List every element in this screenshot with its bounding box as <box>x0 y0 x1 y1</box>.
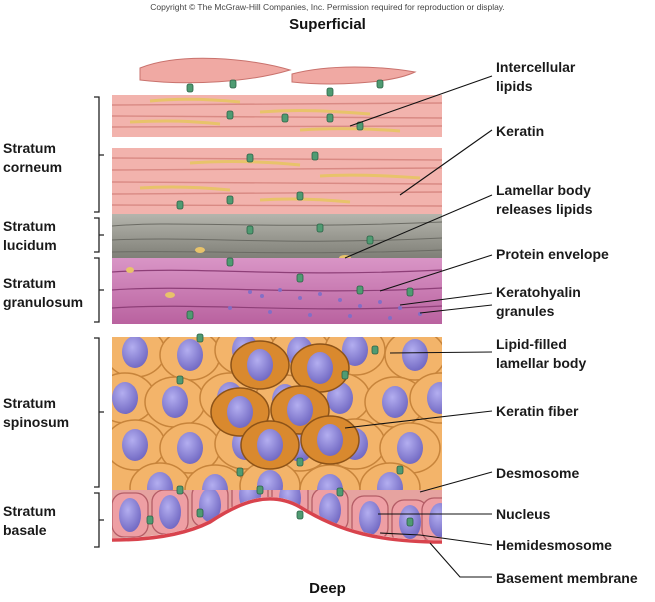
desmosome <box>256 485 264 495</box>
desmosome <box>406 517 414 527</box>
nucleus <box>122 429 148 461</box>
desmosome <box>176 375 184 385</box>
desmosome <box>246 153 254 163</box>
nucleus <box>429 503 442 537</box>
nucleus <box>382 386 408 418</box>
stratum-corneum <box>112 95 442 214</box>
nucleus <box>177 339 203 371</box>
desmosome <box>326 87 334 97</box>
desmosome <box>296 510 304 520</box>
desmosome <box>236 467 244 477</box>
stratum-spinosum <box>112 337 442 497</box>
callout-basement-membrane: Basement membrane <box>496 570 638 586</box>
layer-brackets <box>94 96 104 548</box>
desmosome <box>336 487 344 497</box>
nucleus <box>122 337 148 368</box>
nucleus <box>177 432 203 464</box>
stratum-granulosum <box>112 258 442 324</box>
corneum-flake <box>291 66 417 85</box>
callout-desmosome: Desmosome <box>496 465 580 481</box>
callout-nucleus: Nucleus <box>496 506 551 522</box>
desmosome <box>226 257 234 267</box>
callout-lamellar-body-releases: Lamellar body releases lipids <box>496 182 593 217</box>
desmosome <box>366 235 374 245</box>
desmosome <box>176 200 184 210</box>
layer-label-corneum: Stratum corneum <box>3 140 63 175</box>
nucleus <box>119 498 141 532</box>
layer-label-spinosum: Stratum spinosum <box>3 395 70 430</box>
nucleus <box>112 382 138 414</box>
desmosome <box>229 79 237 89</box>
callout-hemidesmosome: Hemidesmosome <box>496 537 612 553</box>
callout-protein-envelope: Protein envelope <box>496 246 609 262</box>
stratum-lucidum <box>112 214 442 258</box>
nucleus <box>397 432 423 464</box>
layer-label-granulosum: Stratum granulosum <box>3 275 84 310</box>
desmosome <box>196 508 204 518</box>
nucleus <box>402 339 428 371</box>
desmosome <box>396 465 404 475</box>
desmosome <box>406 287 414 297</box>
desmosome <box>376 79 384 89</box>
nucleus <box>287 394 313 426</box>
nucleus <box>159 495 181 529</box>
nucleus <box>247 349 273 381</box>
desmosome-markers <box>146 79 414 527</box>
desmosome <box>296 457 304 467</box>
callout-keratin: Keratin <box>496 123 545 139</box>
callout-keratin-fiber: Keratin fiber <box>496 403 579 419</box>
desmosome <box>281 113 289 123</box>
desmosome <box>226 110 234 120</box>
layer-label-basale: Stratum basale <box>3 503 56 538</box>
callout-keratohyalin-granules: Keratohyalin granules <box>496 284 581 319</box>
nucleus <box>199 490 221 522</box>
desmosome <box>186 310 194 320</box>
desmosome <box>146 515 154 525</box>
desmosome <box>316 223 324 233</box>
desmosome <box>296 273 304 283</box>
desmosome <box>371 345 379 355</box>
desmosome <box>176 485 184 495</box>
layer-label-lucidum: Stratum lucidum <box>3 218 57 253</box>
deep-label: Deep <box>309 580 346 597</box>
desmosome <box>196 333 204 343</box>
leader-lines <box>344 75 493 578</box>
desmosome <box>246 225 254 235</box>
nucleus <box>317 424 343 456</box>
desmosome <box>311 151 319 161</box>
desmosome <box>356 285 364 295</box>
desmosome <box>341 370 349 380</box>
basement-membrane <box>111 497 443 544</box>
nucleus <box>227 396 253 428</box>
nucleus <box>307 352 333 384</box>
nucleus <box>359 501 381 535</box>
corneum-flake <box>139 57 292 84</box>
nucleus <box>162 386 188 418</box>
callout-intercellular-lipids: Intercellular lipids <box>496 59 576 94</box>
desmosome <box>186 83 194 93</box>
desmosome <box>326 113 334 123</box>
superficial-label: Superficial <box>289 16 366 33</box>
nucleus <box>427 382 442 414</box>
copyright-notice: Copyright © The McGraw-Hill Companies, I… <box>150 2 505 12</box>
nucleus <box>342 337 368 366</box>
callout-lipid-filled-lamellar-body: Lipid-filled lamellar body <box>496 336 587 371</box>
desmosome <box>296 191 304 201</box>
desmosome <box>226 195 234 205</box>
nucleus <box>257 429 283 461</box>
